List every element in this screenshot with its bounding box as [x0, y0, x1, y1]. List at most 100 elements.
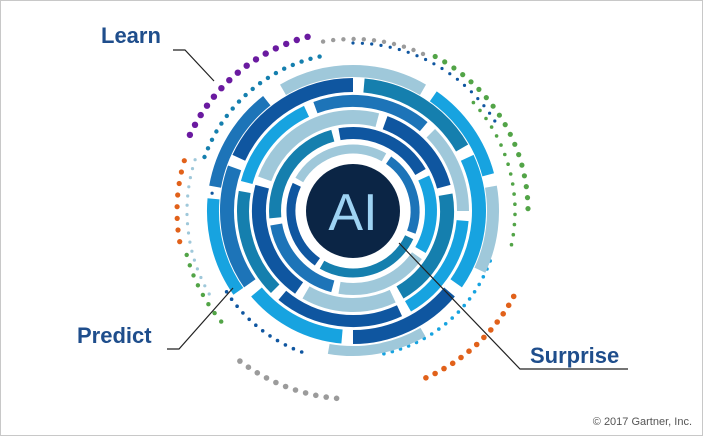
green-dot: [511, 232, 516, 237]
blue-dot: [397, 47, 401, 52]
blue-dot: [450, 316, 455, 320]
orange-dot: [175, 227, 181, 233]
gray-dot: [263, 375, 270, 381]
surprise-leader-line: [398, 242, 628, 370]
green-dot: [523, 184, 529, 190]
green-dot: [502, 122, 508, 128]
gray-dot: [391, 41, 397, 47]
green-dot: [513, 212, 517, 217]
ring-segment: [209, 95, 271, 188]
gray-dot: [420, 51, 426, 57]
green-dot: [494, 134, 499, 138]
orange-dot: [176, 180, 182, 187]
green-dot: [489, 125, 494, 129]
blue-dot: [185, 212, 189, 217]
purple-dot: [234, 69, 241, 76]
blue-dot: [202, 154, 207, 160]
green-dot: [512, 141, 518, 147]
blue-dot: [432, 62, 436, 66]
purple-dot: [203, 102, 211, 109]
orange-dot: [181, 158, 187, 164]
blue-dot: [291, 346, 296, 351]
ring-segment: [286, 182, 321, 266]
orange-dot: [449, 360, 456, 367]
green-dot: [525, 206, 531, 212]
gray-dot: [313, 392, 319, 399]
green-dot: [471, 100, 476, 105]
blue-dot: [440, 66, 444, 71]
gray-dot: [323, 394, 330, 400]
purple-dot: [243, 62, 250, 69]
blue-dot: [472, 290, 477, 294]
green-dot: [432, 53, 438, 60]
orange-dot: [423, 375, 429, 381]
ring-segment: [426, 128, 469, 212]
ring-segment: [429, 91, 494, 177]
ring-segment: [404, 219, 469, 312]
blue-dot: [235, 304, 239, 309]
blue-dot: [268, 334, 272, 338]
purple-dot: [218, 85, 225, 92]
blue-dot: [187, 185, 191, 189]
gray-dot: [292, 387, 299, 393]
ring-segment: [295, 144, 387, 183]
ring-segment: [338, 252, 422, 295]
green-dot: [496, 112, 502, 118]
purple-dot: [262, 50, 269, 57]
blue-dot: [257, 81, 263, 86]
green-dot: [187, 263, 192, 268]
blue-dot: [190, 249, 194, 253]
ring-segment: [252, 184, 304, 294]
orange-dot: [174, 204, 180, 210]
purple-dot: [304, 33, 311, 40]
ring-segment: [415, 175, 437, 254]
ring-segment: [313, 95, 428, 132]
purple-dot: [226, 77, 233, 84]
green-dot: [184, 252, 189, 258]
gray-dot: [333, 395, 340, 402]
blue-dot: [273, 70, 279, 76]
green-dot: [460, 72, 466, 78]
orange-dot: [174, 215, 180, 221]
ai-core: AI: [306, 164, 400, 258]
ring-segment: [278, 290, 403, 328]
blue-dot: [406, 50, 410, 54]
green-dot: [519, 162, 525, 168]
gray-dot: [273, 379, 279, 386]
green-dot: [468, 79, 474, 85]
orange-dot: [175, 192, 181, 198]
orange-dot: [494, 319, 501, 325]
ring-segment: [240, 105, 310, 185]
purple-dot: [283, 40, 290, 48]
blue-dot: [186, 194, 190, 198]
gray-dot: [254, 370, 261, 376]
green-dot: [476, 86, 482, 92]
green-dot: [508, 172, 513, 176]
blue-dot: [203, 284, 207, 288]
green-dot: [200, 292, 206, 298]
blue-dot: [477, 282, 482, 287]
blue-dot: [462, 83, 467, 87]
learn-leader-line: [173, 49, 215, 82]
blue-dot: [230, 106, 235, 111]
orange-dot: [473, 341, 480, 348]
purple-dot: [197, 111, 204, 119]
gray-dot: [401, 44, 407, 49]
blue-dot: [424, 57, 428, 62]
blue-dot: [254, 323, 258, 328]
gray-dot: [331, 37, 336, 43]
purple-dot: [210, 93, 218, 100]
blue-dot: [443, 322, 448, 326]
purple-dot: [293, 36, 300, 44]
blue-dot: [210, 191, 214, 195]
segmented-rings: [206, 65, 499, 356]
gray-dot: [361, 37, 366, 42]
ring-segment: [396, 193, 455, 299]
blue-dot: [195, 267, 199, 271]
green-dot: [195, 283, 201, 288]
green-dot: [510, 182, 515, 186]
blue-dot: [188, 240, 192, 244]
ring-segment: [474, 185, 499, 273]
blue-dot: [379, 43, 383, 48]
blue-dot: [205, 146, 211, 151]
